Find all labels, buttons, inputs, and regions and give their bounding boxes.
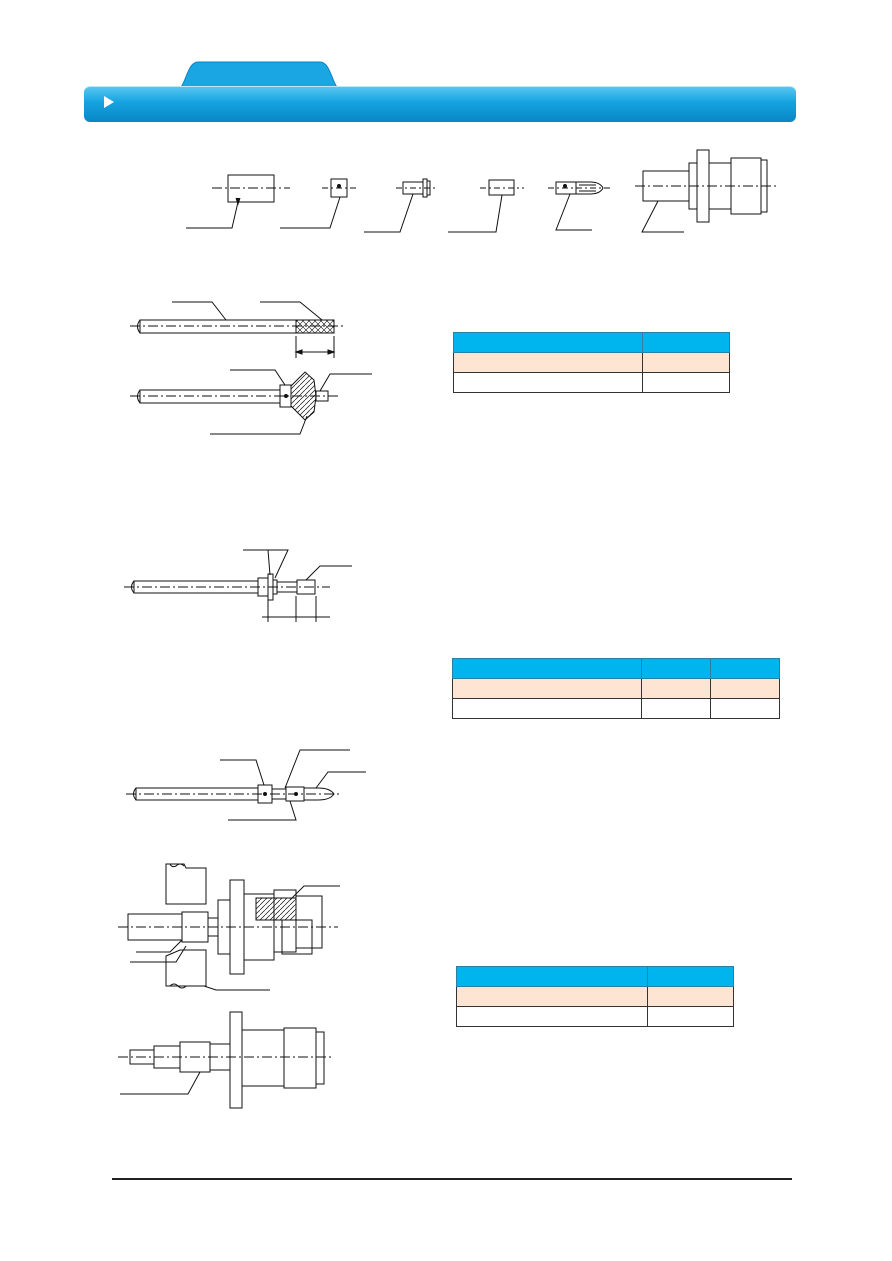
part-connector-body — [635, 149, 778, 233]
table-cell — [641, 678, 711, 699]
part-pin — [364, 178, 436, 233]
table-cell — [452, 678, 642, 699]
table-cell — [710, 698, 780, 719]
table-header-cell — [642, 332, 730, 353]
footer-rule — [112, 1178, 792, 1180]
table-row — [453, 352, 730, 373]
table-cell — [642, 372, 730, 393]
table-header-cell — [647, 966, 734, 987]
table-cell — [641, 698, 711, 719]
table-header-cell — [641, 658, 711, 679]
table-row — [456, 1006, 734, 1027]
step3-drawing — [126, 749, 366, 821]
play-arrow-icon — [104, 96, 114, 108]
step4-drawing — [118, 863, 340, 1109]
table-cell — [453, 352, 643, 373]
table-row — [452, 678, 780, 699]
table-header-cell — [456, 966, 648, 987]
table-1 — [453, 332, 730, 393]
table-cell — [453, 372, 643, 393]
table-header-cell — [452, 658, 642, 679]
part-sleeve — [448, 179, 524, 233]
part-contact-small — [280, 178, 356, 229]
table-header-row — [456, 966, 734, 987]
table-cell — [452, 698, 642, 719]
table-cell — [647, 986, 734, 1007]
table-cell — [710, 678, 780, 699]
section-header-bar — [84, 86, 796, 122]
table-header-cell — [710, 658, 780, 679]
table-3 — [456, 966, 734, 1027]
table-row — [456, 986, 734, 1007]
table-cell — [456, 1006, 648, 1027]
table-row — [453, 372, 730, 393]
table-header-row — [453, 332, 730, 353]
part-socket-contact — [548, 181, 610, 231]
table-cell — [642, 352, 730, 373]
step2-drawing — [124, 549, 352, 622]
table-cell — [456, 986, 648, 1007]
table-header-cell — [453, 332, 643, 353]
table-row — [452, 698, 780, 719]
part-ferrule — [186, 174, 290, 229]
step1-drawing — [130, 301, 372, 435]
table-2 — [452, 658, 780, 719]
table-header-row — [452, 658, 780, 679]
table-cell — [647, 1006, 734, 1027]
parts-row — [186, 149, 778, 233]
